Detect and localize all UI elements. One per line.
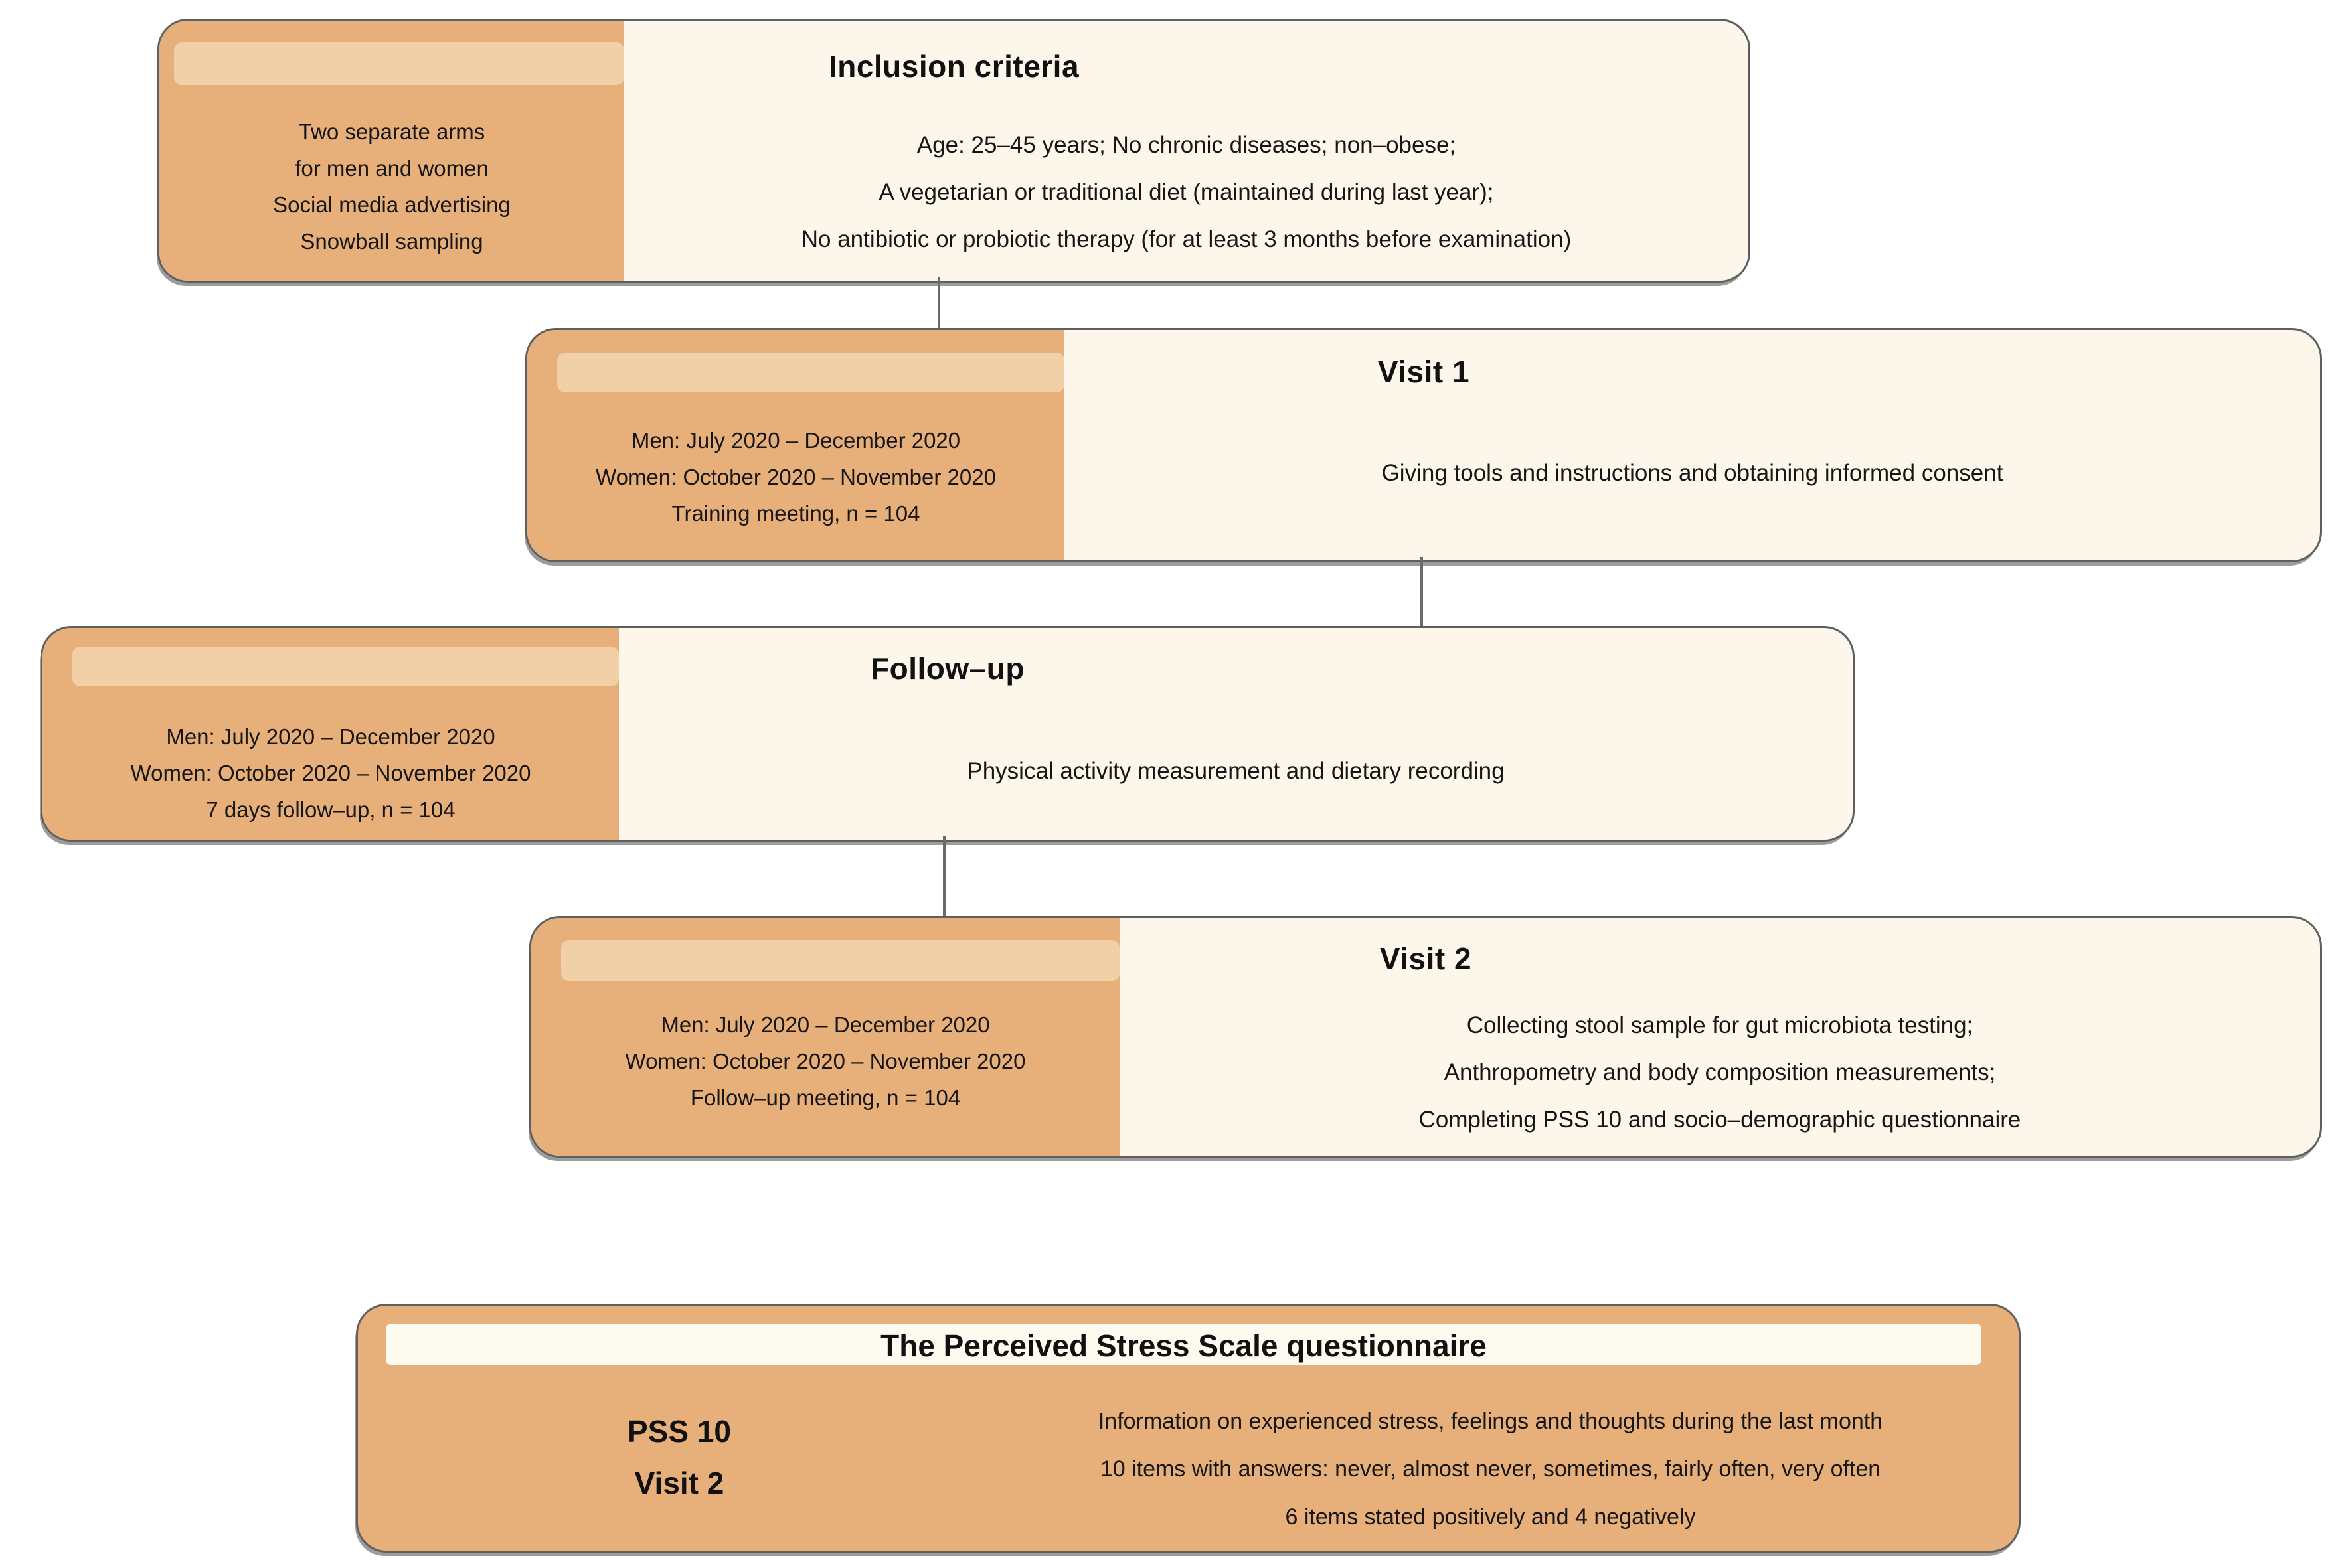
pss-left-line: PSS 10 [628, 1414, 731, 1449]
box-title: Follow–up [871, 651, 1025, 686]
visit-2-side-text: Men: July 2020 – December 2020 Women: Oc… [531, 1006, 1120, 1116]
side-line: Social media advertising [273, 193, 511, 217]
inclusion-criteria-box: Two separate arms for men and women Soci… [157, 19, 1750, 283]
side-line: Training meeting, n = 104 [671, 501, 920, 526]
body-line: 6 items stated positively and 4 negative… [1285, 1504, 1696, 1529]
visit-2-box: Men: July 2020 – December 2020 Women: Oc… [529, 916, 2322, 1158]
box-title: Inclusion criteria [828, 49, 1080, 84]
body-line: Giving tools and instructions and obtain… [1381, 460, 2003, 486]
pss-title: The Perceived Stress Scale questionnaire [880, 1328, 1487, 1363]
side-line: Snowball sampling [300, 229, 483, 254]
inclusion-criteria-side-strip [174, 42, 624, 85]
visit-1-side-panel: Men: July 2020 – December 2020 Women: Oc… [527, 330, 1064, 560]
connector-visit1-to-followup [1420, 557, 1423, 627]
body-line: Information on experienced stress, feeli… [1098, 1409, 1883, 1434]
visit-1-box: Men: July 2020 – December 2020 Women: Oc… [525, 328, 2322, 562]
side-line: for men and women [295, 156, 489, 181]
side-line: Women: October 2020 – November 2020 [625, 1049, 1026, 1073]
side-line: Men: July 2020 – December 2020 [661, 1012, 990, 1037]
body-line: Age: 25–45 years; No chronic diseases; n… [916, 132, 1456, 158]
perceived-stress-scale-box: The Perceived Stress Scale questionnaire… [356, 1304, 2021, 1553]
side-line: Two separate arms [298, 119, 485, 144]
follow-up-side-strip [72, 647, 619, 686]
inclusion-criteria-body: Age: 25–45 years; No chronic diseases; n… [624, 121, 1748, 263]
side-line: Men: July 2020 – December 2020 [631, 428, 961, 453]
body-line: Completing PSS 10 and socio–demographic … [1418, 1107, 2021, 1133]
pss-left-line: Visit 2 [634, 1466, 724, 1500]
box-title: Visit 1 [1377, 354, 1470, 389]
follow-up-side-text: Men: July 2020 – December 2020 Women: Oc… [42, 718, 619, 828]
side-line: Men: July 2020 – December 2020 [166, 724, 495, 749]
inclusion-criteria-side-panel: Two separate arms for men and women Soci… [159, 21, 624, 281]
connector-followup-to-visit2 [943, 836, 946, 917]
inclusion-criteria-side-text: Two separate arms for men and women Soci… [159, 114, 624, 260]
body-line: Physical activity measurement and dietar… [967, 758, 1505, 784]
follow-up-side-panel: Men: July 2020 – December 2020 Women: Oc… [42, 628, 619, 840]
box-title: Visit 2 [1379, 941, 1472, 976]
body-line: A vegetarian or traditional diet (mainta… [879, 179, 1494, 205]
side-line: 7 days follow–up, n = 104 [206, 797, 456, 822]
follow-up-body: Physical activity measurement and dietar… [619, 747, 1853, 795]
visit-2-body: Collecting stool sample for gut microbio… [1120, 1002, 2320, 1143]
visit-2-side-strip [561, 940, 1120, 981]
side-line: Follow–up meeting, n = 104 [690, 1085, 961, 1110]
body-line: Anthropometry and body composition measu… [1444, 1059, 1996, 1085]
follow-up-box: Men: July 2020 – December 2020 Women: Oc… [41, 626, 1855, 842]
pss-title-strip [386, 1324, 1981, 1365]
body-line: No antibiotic or probiotic therapy (for … [801, 226, 1572, 252]
pss-left-text: PSS 10 Visit 2 [358, 1405, 1001, 1509]
side-line: Women: October 2020 – November 2020 [130, 761, 531, 785]
body-line: Collecting stool sample for gut microbio… [1466, 1012, 1973, 1038]
connector-inclusion-to-visit1 [938, 277, 940, 329]
pss-body-text: Information on experienced stress, feeli… [989, 1397, 1992, 1541]
visit-1-side-strip [557, 353, 1064, 392]
visit-2-side-panel: Men: July 2020 – December 2020 Women: Oc… [531, 918, 1120, 1156]
visit-1-side-text: Men: July 2020 – December 2020 Women: Oc… [527, 422, 1064, 532]
body-line: 10 items with answers: never, almost nev… [1100, 1456, 1881, 1482]
visit-1-body: Giving tools and instructions and obtain… [1064, 449, 2320, 497]
side-line: Women: October 2020 – November 2020 [596, 465, 996, 489]
